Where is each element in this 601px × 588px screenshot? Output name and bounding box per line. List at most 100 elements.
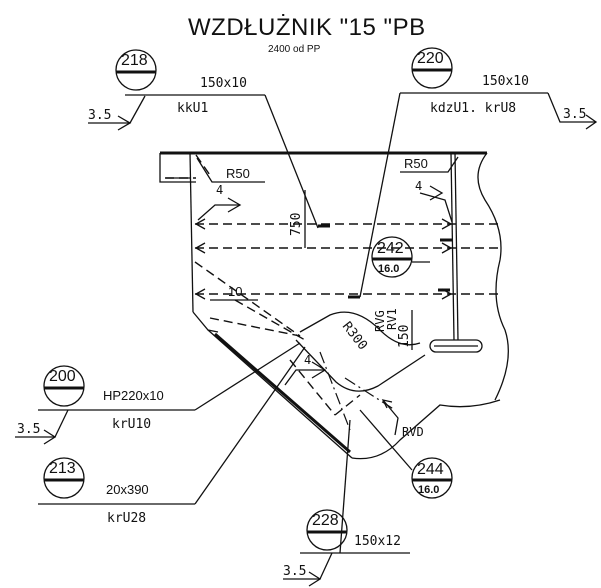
callout-220-material: kdzU1. krU8 [430,101,516,116]
weld-symbol-right: 4 [415,179,453,223]
callout-242: 242 16.0 [371,236,430,278]
callout-242-number: 242 [377,240,404,257]
callout-244-circle [411,457,453,499]
callout-244: 244 16.0 [359,409,453,499]
callout-218-leader [264,94,319,229]
arrow-left-3 [194,288,206,300]
callout-244-number: 244 [417,461,444,478]
callout-220-number: 220 [417,50,444,67]
dashed-diag-3 [234,299,306,341]
weld-symbol-bottom: 4 [284,353,327,386]
r50-left-leader [196,157,265,183]
deck-end-left [159,153,196,183]
hull-slope [207,329,353,459]
weld-right-value: 4 [415,179,422,193]
callout-242-thickness: 16.0 [378,263,399,275]
callout-228: 228 150x12 3.5 [283,419,410,587]
rvg-label: RVG [373,310,387,332]
arrow-right-2 [441,242,453,254]
r300-plate-top [299,311,421,346]
callout-228-number: 228 [312,512,339,529]
left-lower-corner [192,311,219,333]
callout-200-circle [43,365,85,407]
dim-750-text: 750 [289,213,304,236]
dashdot-1 [319,351,351,431]
drawing-title: WZDŁUŻNIK "15 "PB [188,14,426,41]
dashed-diag-2 [209,317,301,337]
callout-220-circle [411,47,453,89]
dashed-diag-4 [289,359,336,416]
callout-200-material: krU10 [112,417,151,432]
callout-228-leader [339,419,351,554]
callout-218-circle [115,49,157,91]
weld-bottom-flag [311,361,327,379]
left-web [189,152,194,313]
weld-bottom-value: 4 [304,353,311,367]
callout-228-circle [306,509,348,551]
dim-150-text: 150 [397,325,412,348]
rvd-label: RVD [402,425,424,439]
callout-213: 213 20x390 krU28 [38,346,306,526]
callout-228-size: 150x12 [354,534,401,549]
dashed-diag-1 [194,261,301,337]
callout-200-size: HP220x10 [103,388,164,403]
r300-plate-bottom [295,339,426,392]
callout-228-weld: 3.5 [283,564,306,579]
callout-218-size: 150x10 [200,76,247,91]
hull-plate [214,332,351,454]
rvd-leader [382,399,399,436]
break-line-right [477,152,509,401]
callout-200-weld-flag [43,429,57,445]
weld-right-leader [419,192,453,223]
callout-213-leader [194,346,306,505]
callout-200-weld-leader [54,409,69,438]
callout-213-circle [43,457,85,499]
rvd-arrow [381,399,393,409]
callout-213-size: 20x390 [106,482,149,497]
r50-right-label: R50 [404,156,428,171]
r50-left-label: R50 [226,166,250,181]
weld-symbol-left: 4 [197,183,242,221]
callout-220: 220 150x10 kdzU1. krU8 3.5 [359,47,598,298]
r300-label: R300 [339,319,370,353]
callout-220-size: 150x10 [482,74,529,89]
callout-213-material: krU28 [107,511,146,526]
callout-244-thickness: 16.0 [418,484,439,496]
dashed-diag-5 [334,394,361,416]
callout-242-circle [371,236,413,278]
drawing-subtitle: 2400 od PP [268,44,321,55]
arrow-right-1 [441,218,453,230]
weld-right-flag [429,185,444,201]
weld-left-leader [197,204,240,221]
callout-200-weld: 3.5 [17,422,40,437]
callout-228-weld-flag [308,571,322,587]
weld-10-value: 10 [228,284,242,299]
callout-218: 218 150x10 kkU1 3.5 [88,49,319,229]
structure-outline [159,151,509,460]
callout-218-weld-leader [129,95,146,124]
r50-right-leader [400,156,459,173]
callout-200: 200 HP220x10 krU10 3.5 [15,342,301,445]
weld-left-flag [227,197,242,213]
dashed-corner-1 [195,154,213,179]
callout-228-weld-leader [319,552,333,580]
stiffener-flange [429,339,483,353]
arrow-left-2 [194,242,206,254]
callout-218-material: kkU1 [177,101,208,116]
callout-220-weld-leader [547,92,596,123]
callout-200-number: 200 [49,368,76,385]
right-stiffener-inner [450,152,455,341]
callout-220-leader [359,92,401,298]
right-stiffener [454,152,459,341]
callout-220-weld-flag [585,114,598,130]
callout-218-weld-flag [117,115,132,131]
hull-bottom-curve [351,399,501,460]
callout-200-leader [194,342,301,411]
weld-bottom-leader [284,369,325,386]
callout-218-number: 218 [121,52,148,69]
callout-244-leader [359,409,413,471]
rv1-label: RV1 [385,308,399,330]
callout-218-weld: 3.5 [88,108,111,123]
arrow-left-1 [194,218,206,230]
